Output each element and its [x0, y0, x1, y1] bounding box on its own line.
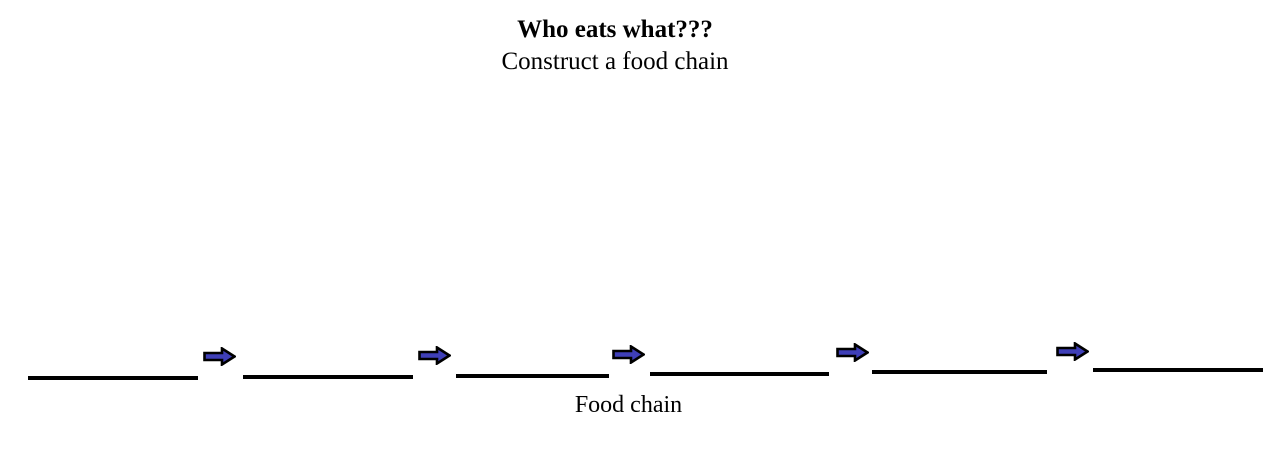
right-block-arrow-icon [836, 343, 869, 362]
food-chain-caption: Food chain [574, 392, 683, 418]
food-chain-blank-5[interactable] [872, 370, 1047, 374]
right-block-arrow-icon [203, 347, 236, 366]
page-subtitle: Construct a food chain [501, 48, 729, 75]
right-block-arrow-icon [1056, 342, 1089, 361]
food-chain-blank-4[interactable] [650, 372, 829, 376]
page-title: Who eats what??? [517, 16, 713, 43]
food-chain-blank-3[interactable] [456, 374, 609, 378]
right-block-arrow-icon [418, 346, 451, 365]
right-block-arrow-icon [612, 345, 645, 364]
food-chain-blank-1[interactable] [28, 376, 198, 380]
food-chain-blank-2[interactable] [243, 375, 413, 379]
worksheet-heading: Who eats what??? Construct a food chain [0, 14, 1230, 78]
food-chain-blank-6[interactable] [1093, 368, 1263, 372]
